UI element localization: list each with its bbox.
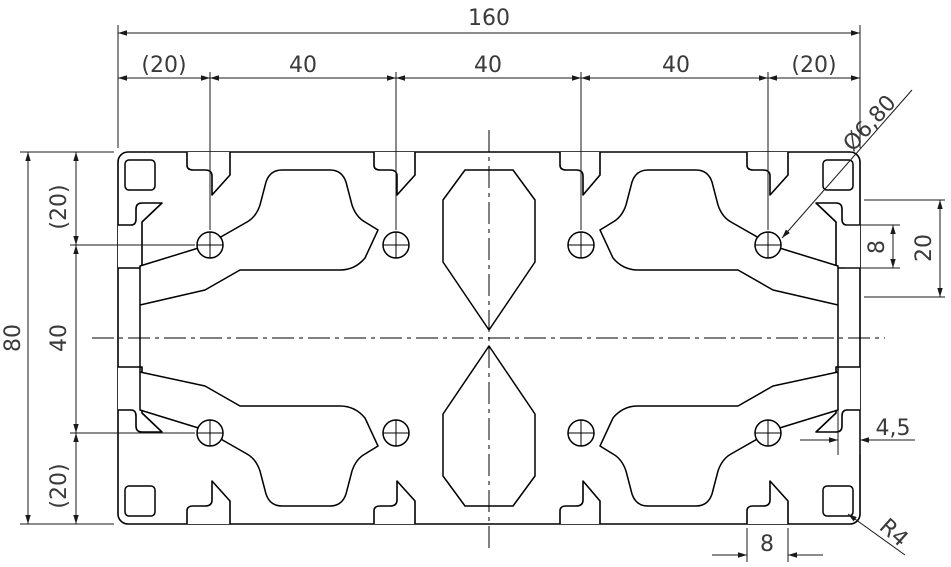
overall-width-label: 160 (468, 6, 510, 31)
wall-label: 4,5 (876, 416, 911, 441)
bottom-slot-label: 8 (760, 532, 774, 557)
hole-bottom-2 (382, 419, 410, 447)
spacing-label-3: 40 (474, 53, 502, 78)
screw-holes (196, 231, 782, 447)
hole-bottom-1 (196, 419, 224, 447)
spacing-label-4: 40 (662, 53, 690, 78)
spacing-label-1: (20) (141, 53, 186, 78)
left-dimensions: 80 (20) 40 (20) (1, 151, 195, 525)
bottom-slot-dimension: 8 (712, 528, 823, 562)
center-lines (92, 130, 885, 550)
hole-top-1 (196, 231, 224, 259)
hole-bottom-3 (567, 419, 595, 447)
radius-label: R4 (874, 514, 913, 552)
left-label-1: (20) (47, 184, 72, 229)
hole-top-2 (382, 231, 410, 259)
left-label-2: 40 (47, 324, 72, 352)
slot-pitch-label: 20 (912, 234, 937, 262)
hole-top-3 (567, 231, 595, 259)
spacing-label-5: (20) (791, 53, 836, 78)
slot-width-label: 8 (865, 240, 890, 254)
hole-diameter-label: Ø6,80 (839, 91, 902, 157)
top-dimensions: 160 (20) 40 40 40 (20) (117, 6, 861, 230)
hole-bottom-4 (754, 419, 782, 447)
left-label-3: (20) (47, 463, 72, 508)
overall-height-label: 80 (1, 324, 26, 352)
spacing-label-2: 40 (289, 53, 317, 78)
hole-top-4 (754, 231, 782, 259)
